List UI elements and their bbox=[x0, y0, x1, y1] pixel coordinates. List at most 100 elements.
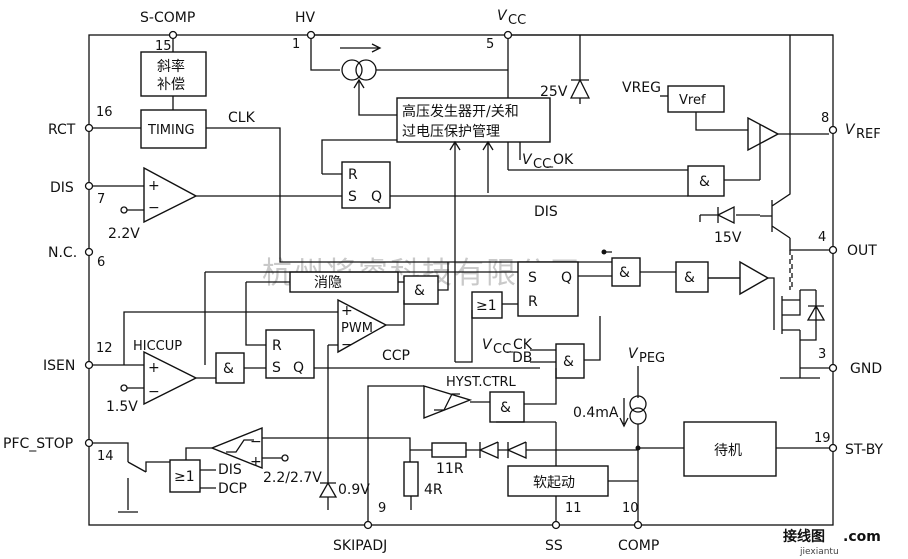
hyst-label: HYST.CTRL bbox=[446, 375, 517, 390]
ref-22v-node bbox=[120, 206, 128, 214]
pin-hv-number: 1 bbox=[292, 37, 300, 52]
wire-out-dashed bbox=[789, 250, 793, 290]
pin-out-number: 4 bbox=[818, 230, 826, 245]
hv-management-label-2: 过电压保护管理 bbox=[402, 124, 500, 140]
logo-text: 接线图 bbox=[783, 528, 825, 545]
wire-vccck-out bbox=[584, 316, 601, 361]
logo-domain: .com bbox=[843, 529, 881, 545]
pin-isen-label: ISEN bbox=[43, 358, 75, 374]
hv-current-source-a bbox=[341, 59, 363, 81]
pin-vcc-number: 5 bbox=[486, 37, 494, 52]
diode-2 bbox=[506, 441, 527, 460]
pin-nc-number: 6 bbox=[97, 255, 105, 270]
pwm-label: PWM bbox=[341, 321, 373, 336]
wire-pfc-in bbox=[93, 442, 129, 462]
dis-latch bbox=[341, 161, 391, 209]
and-gate-hyst-label: & bbox=[500, 400, 511, 416]
wire-hv-down bbox=[310, 39, 340, 71]
pin-nc bbox=[84, 247, 94, 257]
pin-ss-label: SS bbox=[545, 538, 563, 554]
and-gate-driver-label: & bbox=[684, 270, 695, 286]
vccok-tail: _OK bbox=[545, 152, 574, 168]
pin-ss bbox=[551, 520, 561, 530]
comp-current-source-b bbox=[629, 407, 647, 425]
pwm-minus: − bbox=[341, 337, 353, 353]
pin-dis-label: DIS bbox=[50, 180, 74, 196]
timing-label: TIMING bbox=[147, 123, 195, 138]
dis-latch-s: S bbox=[348, 189, 357, 205]
pin-stby bbox=[828, 443, 838, 453]
blanking-label: 消隐 bbox=[314, 275, 342, 291]
pwm-plus: + bbox=[341, 303, 353, 319]
pin-vcc-sub: CC bbox=[508, 13, 526, 28]
zener-25v-label: 25V bbox=[540, 84, 568, 100]
pwm-latch-r: R bbox=[528, 294, 538, 310]
vreg-label: VREG bbox=[622, 80, 661, 96]
hiccup-latch-r: R bbox=[272, 338, 282, 354]
pin-skipadj bbox=[363, 520, 373, 530]
wire-dis-dcp bbox=[200, 469, 216, 489]
wire-res bbox=[409, 449, 432, 462]
hiccup-latch bbox=[265, 329, 315, 379]
wire-vref-buf bbox=[695, 112, 748, 131]
vccok-sub: CC bbox=[533, 157, 551, 172]
wire-pfc-comp-in bbox=[262, 437, 411, 450]
and-gate-hiccup-label: & bbox=[223, 361, 234, 377]
wire-latch-reset bbox=[321, 139, 397, 175]
wire-pwm-out bbox=[386, 300, 405, 326]
zener-09v-label: 0.9V bbox=[338, 482, 370, 498]
pin-vref-number: 8 bbox=[821, 111, 829, 126]
pin-isen-number: 12 bbox=[96, 341, 113, 356]
and-gate-vccck-label: & bbox=[563, 354, 574, 370]
ref-22v-label: 2.2V bbox=[108, 226, 140, 242]
pin-gnd-number: 3 bbox=[818, 347, 826, 362]
wire-vccck-db bbox=[530, 349, 556, 363]
wire-mgmt-in-2 bbox=[482, 140, 494, 193]
pin-gnd bbox=[828, 363, 838, 373]
wire-hyst bbox=[470, 368, 557, 405]
or-gate-mid-label: ≥1 bbox=[476, 298, 497, 314]
pin-gnd-label: GND bbox=[850, 361, 882, 377]
zener-15v bbox=[716, 205, 735, 225]
vref-label: Vref bbox=[679, 93, 706, 108]
body-diode bbox=[806, 290, 826, 330]
pwm-latch-s: S bbox=[528, 270, 537, 286]
pin-vcc bbox=[503, 30, 513, 40]
wire-or-in bbox=[455, 310, 473, 363]
dis-comparator bbox=[143, 166, 198, 224]
pfc-dis-label: DIS bbox=[218, 462, 242, 478]
dis-comp-plus: + bbox=[148, 178, 160, 194]
hiccup-minus: − bbox=[148, 384, 160, 400]
hyst-symbol bbox=[434, 393, 460, 411]
resistor-4r-label: 4R bbox=[424, 482, 443, 498]
pin-dis-number: 7 bbox=[97, 192, 105, 207]
pin-skipadj-label: SKIPADJ bbox=[333, 538, 387, 554]
wire-isen-pwm bbox=[123, 311, 338, 365]
pin-stby-number: 19 bbox=[814, 431, 831, 446]
standby-label: 待机 bbox=[714, 443, 742, 459]
pin-comp bbox=[633, 520, 643, 530]
hv-current-arrow bbox=[340, 43, 382, 53]
ref-2227-label: 2.2/2.7V bbox=[263, 470, 322, 486]
vccck-label: V bbox=[482, 337, 493, 353]
pin-skipadj-number: 9 bbox=[378, 501, 386, 516]
pin-ss-number: 11 bbox=[565, 501, 582, 516]
wire-gnd bbox=[780, 367, 829, 379]
hiccup-latch-q: Q bbox=[293, 360, 304, 376]
logo-site: jiexiantu bbox=[799, 547, 839, 557]
pin-pfcstop-number: 14 bbox=[97, 449, 114, 464]
ref-15v-label: 1.5V bbox=[106, 399, 138, 415]
wire-clk bbox=[206, 127, 612, 263]
pfc-hyst-symbol bbox=[226, 439, 254, 453]
vref-buffer bbox=[747, 116, 780, 152]
vccck-sub: CC bbox=[493, 342, 511, 357]
output-driver bbox=[739, 260, 770, 296]
pin-dis bbox=[84, 181, 94, 191]
wire-driver-gate bbox=[768, 277, 775, 300]
wire-ss-up bbox=[496, 421, 557, 466]
wire-and-blank-out bbox=[438, 262, 449, 291]
hiccup-comparator bbox=[143, 350, 198, 406]
ref-2227-node bbox=[281, 454, 289, 462]
hyst-comparator bbox=[423, 385, 473, 420]
vpeg-sub: PEG bbox=[639, 351, 665, 366]
